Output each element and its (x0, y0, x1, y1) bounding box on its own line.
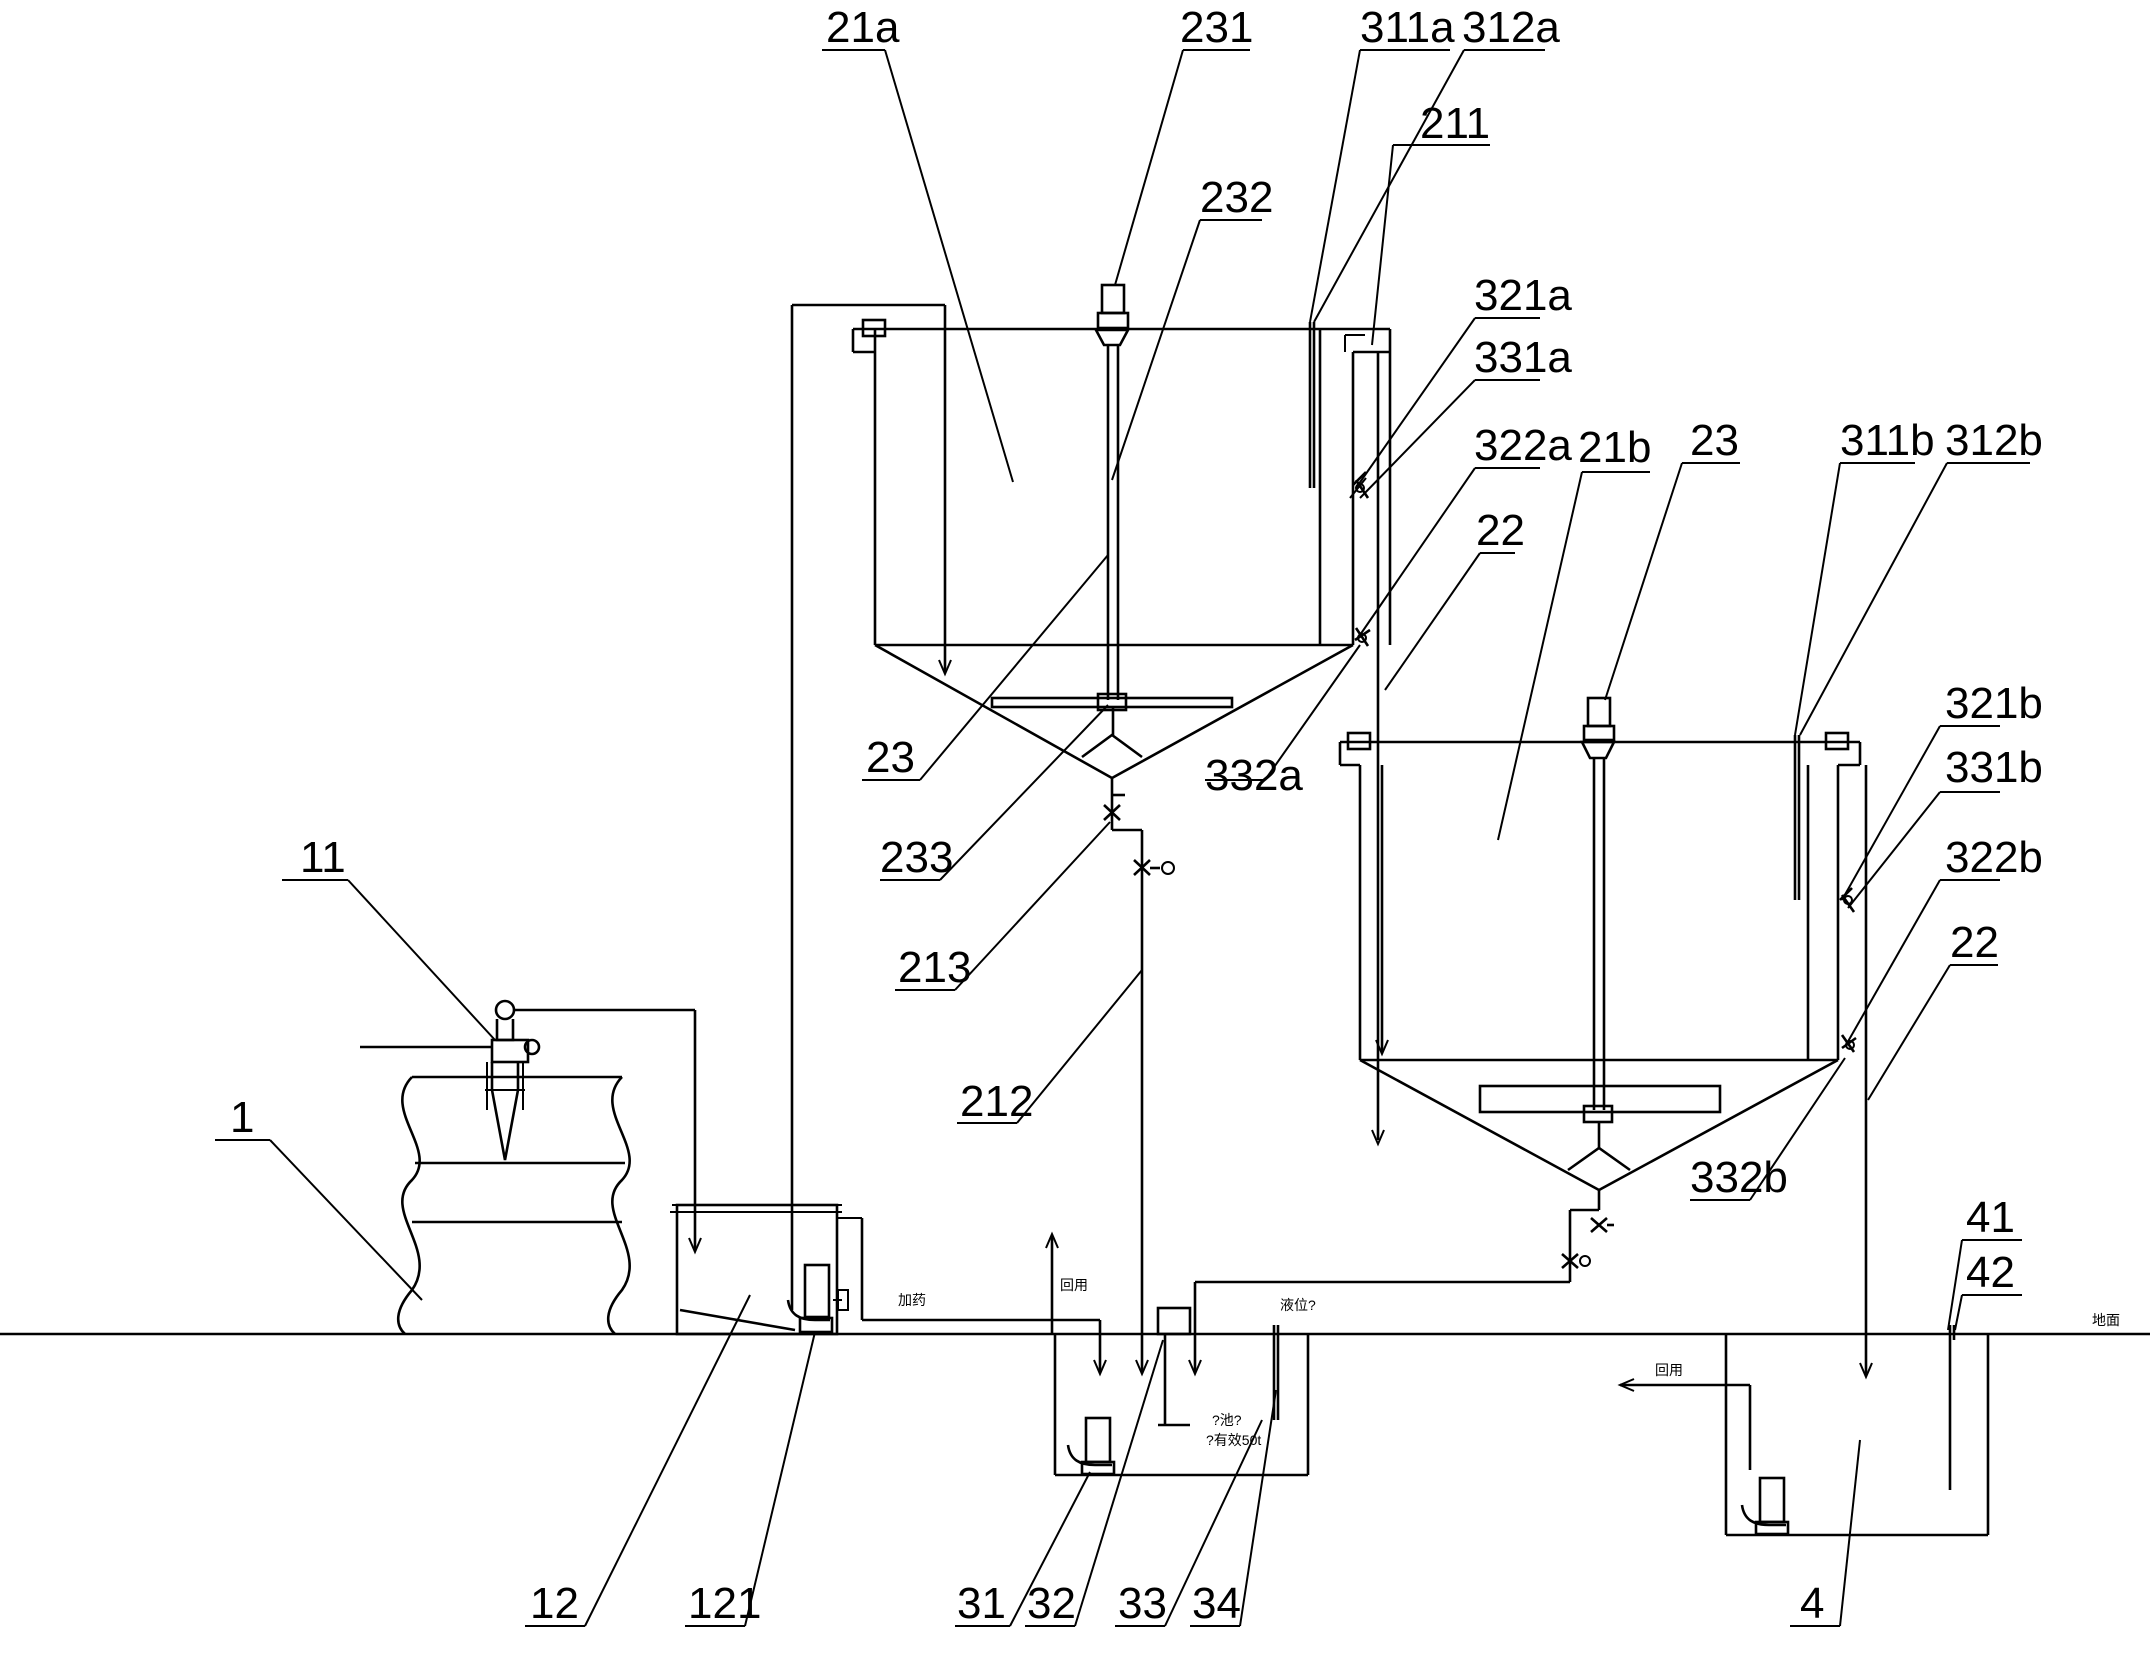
label-321a: 321a (1474, 271, 1572, 320)
raw-material-pile (397, 1075, 631, 1335)
pipe-to-tank-21a (790, 303, 952, 1310)
label-32: 32 (1027, 1579, 1076, 1628)
label-322a: 322a (1474, 421, 1572, 470)
label-21b: 21b (1578, 423, 1651, 472)
label-33: 33 (1118, 1579, 1167, 1628)
label-121: 121 (688, 1579, 761, 1628)
pump-31 (1066, 1416, 1116, 1476)
label-233: 233 (880, 833, 953, 882)
pump-121 (786, 1263, 849, 1334)
overflow-pipe-22b (1859, 765, 1873, 1380)
label-41: 41 (1966, 1193, 2015, 1242)
label-1: 1 (230, 1093, 254, 1142)
svg-text:?池?: ?池? (1212, 1412, 1242, 1428)
label-21a: 21a (826, 3, 900, 52)
label-213: 213 (898, 943, 971, 992)
label-311a: 311a (1360, 3, 1455, 52)
label-321b: 321b (1945, 679, 2043, 728)
label-332b: 332b (1690, 1153, 1788, 1202)
label-322b: 322b (1945, 833, 2043, 882)
valve-332b (1840, 1034, 1857, 1053)
svg-text:液位?: 液位? (1280, 1297, 1316, 1313)
svg-text:回用: 回用 (1655, 1362, 1683, 1378)
stirrer-21a (990, 283, 1234, 735)
cyclone-separator (360, 999, 702, 1255)
bottom-valves-213 (1103, 793, 1175, 1377)
valve-332a (1354, 627, 1371, 647)
label-4: 4 (1800, 1579, 1824, 1628)
svg-text:地面: 地面 (2092, 1312, 2120, 1328)
label-331b: 331b (1945, 743, 2043, 792)
bottom-outlet-21b (1188, 1190, 1614, 1377)
label-42: 42 (1966, 1248, 2015, 1297)
label-22-tank-a: 22 (1476, 506, 1525, 555)
label-312a: 312a (1462, 3, 1560, 52)
level-sensor-311b (1793, 735, 1801, 900)
label-311b: 311b (1840, 416, 1935, 465)
level-sensor-311a (1308, 322, 1316, 488)
label-312b: 312b (1945, 416, 2043, 465)
label-23-tank-b: 23 (1690, 416, 1739, 465)
label-22-tank-b: 22 (1950, 918, 1999, 967)
label-12: 12 (530, 1579, 579, 1628)
overflow-pipe-22 (1371, 352, 1392, 1147)
pump-4 (1740, 1476, 1790, 1536)
label-11: 11 (300, 833, 346, 882)
label-332a: 332a (1205, 751, 1303, 800)
label-31: 31 (957, 1579, 1006, 1628)
component-labels: 21a 231 311a 312a 211 232 321a 331a 322a… (230, 3, 2043, 1628)
svg-text:回用: 回用 (1060, 1277, 1088, 1293)
label-212: 212 (960, 1077, 1033, 1126)
svg-text:?有效50t: ?有效50t (1206, 1432, 1261, 1448)
label-331a: 331a (1474, 333, 1572, 382)
slurry-tank: 加药 (670, 1203, 1107, 1377)
label-232: 232 (1200, 173, 1273, 222)
label-211: 211 (1420, 99, 1490, 148)
leader-lines (215, 49, 2030, 1627)
label-23-tank-a: 23 (866, 733, 915, 782)
label-34: 34 (1192, 1579, 1241, 1628)
stirrer-21b (1478, 696, 1722, 1148)
sump-3: 回用 液位? ?池? ?有效50t (1045, 1231, 1316, 1477)
sump-4: 回用 地面 (1617, 1312, 2120, 1537)
svg-text:加药: 加药 (898, 1292, 926, 1308)
label-231: 231 (1180, 3, 1253, 52)
